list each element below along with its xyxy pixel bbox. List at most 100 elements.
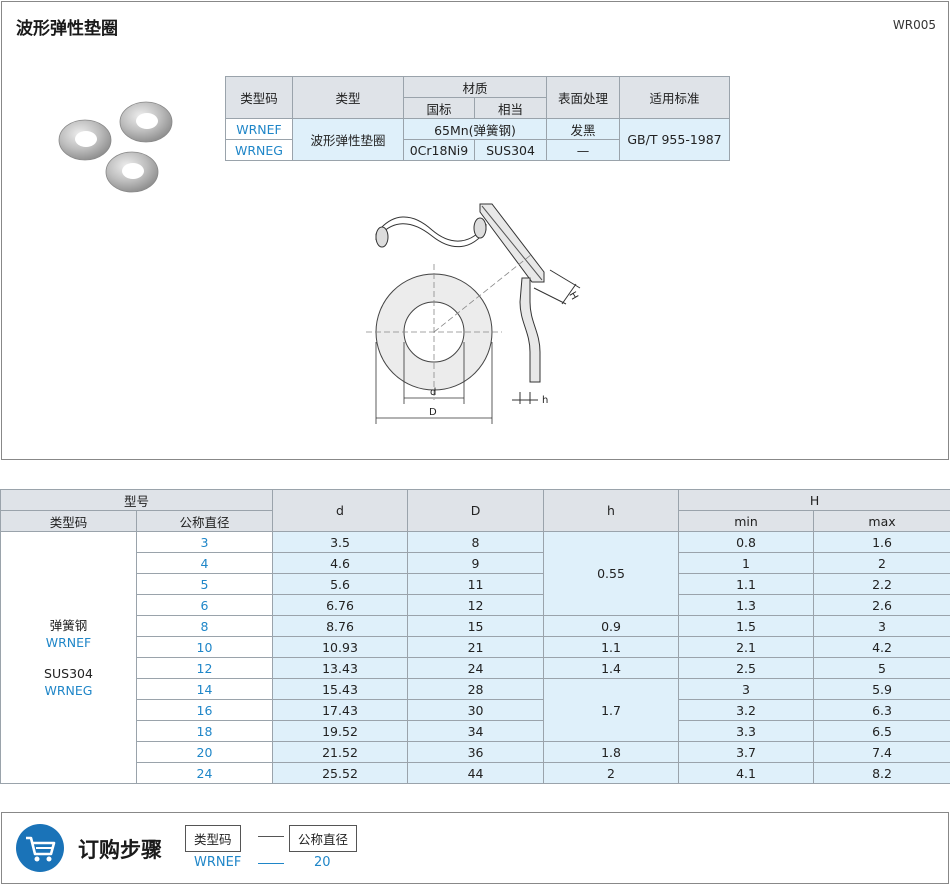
spec-col-min: min [678,510,815,532]
spec-type-material-1: 弹簧钢 [49,617,88,633]
spec-D-cell: 21 [407,636,545,658]
spec-max-cell: 3 [813,615,950,637]
spec-min-cell: 0.8 [678,531,815,553]
washer-photo-3 [105,151,159,193]
spec-min-cell: 3.7 [678,741,815,763]
washer-top-view [366,253,533,400]
spec-D-cell: 15 [407,615,545,637]
spec-max-cell: 4.2 [813,636,950,658]
spec-h-cell: 2 [543,762,680,784]
mat-type-value: 波形弹性垫圈 [292,118,404,161]
spec-nominal-cell[interactable]: 16 [135,699,274,721]
spec-h-cell: 1.8 [543,741,680,763]
washer-side-view [375,216,487,248]
mat-code-wrnef[interactable]: WRNEF [225,118,293,140]
spec-nominal-cell[interactable]: 6 [135,594,274,616]
spec-min-cell: 4.1 [678,762,815,784]
spec-D-cell: 28 [407,678,545,700]
shopping-cart-icon [16,824,64,872]
order-box-type-code: 类型码 [185,825,241,852]
spec-nominal-cell[interactable]: 12 [135,657,274,679]
spec-nominal-cell[interactable]: 18 [135,720,274,742]
mat-col-type: 类型 [292,76,404,119]
spec-nominal-cell[interactable]: 3 [135,531,274,553]
spec-min-cell: 3.2 [678,699,815,721]
spec-nominal-cell[interactable]: 14 [135,678,274,700]
spec-D-cell: 44 [407,762,545,784]
spec-D-cell: 11 [407,573,545,595]
mat-standard-value: GB/T 955-1987 [619,118,731,161]
spec-max-cell: 7.4 [813,741,950,763]
spec-nominal-cell[interactable]: 20 [135,741,274,763]
spec-d-cell: 4.6 [272,552,409,574]
spec-d-cell: 19.52 [272,720,409,742]
spec-D-cell: 8 [407,531,545,553]
mat-col-material: 材质 [402,76,548,98]
spec-min-cell: 1.3 [678,594,815,616]
label-d: d [430,387,436,398]
spec-type-code-2[interactable]: WRNEG [44,682,93,698]
spec-h-cell: 0.9 [543,615,680,637]
spec-D-cell: 36 [407,741,545,763]
mat-col-gb: 国标 [403,97,475,119]
spec-nominal-cell[interactable]: 24 [135,762,274,784]
spec-D-cell: 34 [407,720,545,742]
spec-d-cell: 13.43 [272,657,409,679]
spec-min-cell: 1.5 [678,615,815,637]
order-title: 订购步骤 [78,838,162,862]
spec-D-cell: 9 [407,552,545,574]
mat-eq-wrneg: SUS304 [473,139,548,161]
spec-nominal-cell[interactable]: 4 [135,552,274,574]
mat-gb-wrneg: 0Cr18Ni9 [403,139,475,161]
mat-surface-wrneg: — [546,139,621,161]
label-D: D [429,407,437,418]
spec-max-cell: 5.9 [813,678,950,700]
spec-nominal-cell[interactable]: 5 [135,573,274,595]
spec-col-type-code: 类型码 [0,510,137,532]
spec-min-cell: 2.1 [678,636,815,658]
page-title: 波形弹性垫圈 [16,19,118,39]
material-table: 类型码 类型 材质 表面处理 适用标准 国标 相当 WRNEF 波形弹性垫圈 6… [225,76,731,161]
spec-D-cell: 24 [407,657,545,679]
spec-col-max: max [813,510,950,532]
order-box-nominal: 公称直径 [289,825,358,852]
order-value-type-code[interactable]: WRNEF [194,855,242,870]
label-h: h [542,395,548,406]
spec-min-cell: 2.5 [678,657,815,679]
spec-nominal-cell[interactable]: 8 [135,615,274,637]
spec-max-cell: 5 [813,657,950,679]
spec-h-cell: 1.1 [543,636,680,658]
order-value-nominal[interactable]: 20 [314,855,331,870]
spec-min-cell: 3.3 [678,720,815,742]
washer-photo-2 [119,101,173,143]
spec-nominal-cell[interactable]: 10 [135,636,274,658]
spec-min-cell: 1.1 [678,573,815,595]
technical-drawing: H h d D [366,203,581,424]
product-panel: 波形弹性垫圈 WR005 类型码 类型 [1,1,949,460]
mat-code-wrneg[interactable]: WRNEG [225,139,293,161]
mat-col-surface: 表面处理 [546,76,621,119]
spec-max-cell: 1.6 [813,531,950,553]
spec-type-code-1[interactable]: WRNEF [45,634,92,650]
spec-D-cell: 30 [407,699,545,721]
order-value-divider [258,863,284,864]
spec-d-cell: 10.93 [272,636,409,658]
label-H: H [566,290,579,302]
spec-type-material-2: SUS304 [44,665,93,681]
spec-max-cell: 8.2 [813,762,950,784]
spec-col-D: D [407,489,545,532]
spec-col-h: h [543,489,680,532]
